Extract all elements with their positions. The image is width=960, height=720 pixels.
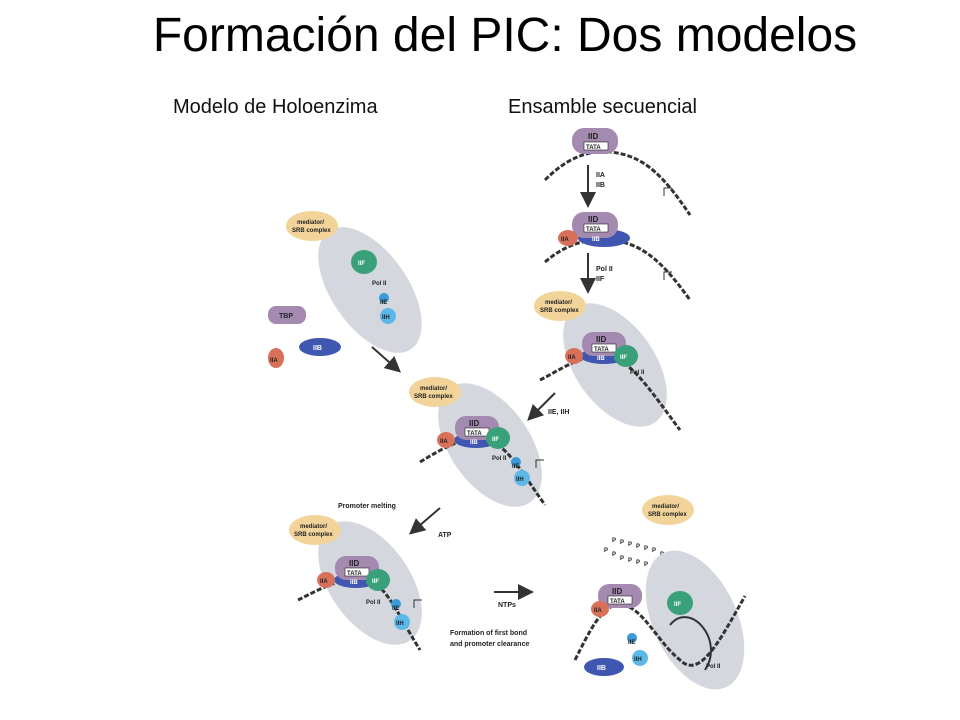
- svg-text:TATA: TATA: [467, 431, 482, 437]
- svg-text:P: P: [644, 546, 648, 552]
- step3-right-complex: mediator/ SRB complex IID TATA IIA IIB I…: [534, 291, 682, 431]
- open-complex: mediator/ SRB complex IID TATA IIA IIB I…: [289, 515, 422, 651]
- svg-text:IIF: IIF: [372, 579, 379, 585]
- svg-text:IID: IID: [469, 419, 479, 428]
- svg-text:Pol II: Pol II: [630, 370, 645, 376]
- svg-text:TATA: TATA: [586, 145, 601, 151]
- elongation-complex: mediator/ SRB complex P P P P P P P P P …: [573, 495, 747, 690]
- svg-text:IIH: IIH: [634, 657, 642, 663]
- slide-title: Formación del PIC: Dos modelos: [152, 9, 858, 62]
- svg-text:mediator/: mediator/: [420, 386, 447, 392]
- svg-text:IIA: IIA: [320, 579, 328, 585]
- subtitle-sequential-assembly: Ensamble secuencial: [508, 96, 697, 118]
- svg-text:IIA: IIA: [596, 172, 605, 179]
- svg-text:Formation of first bond: Formation of first bond: [450, 630, 527, 637]
- svg-text:IIB: IIB: [597, 356, 605, 362]
- svg-text:IIA: IIA: [440, 439, 448, 445]
- svg-text:IIE: IIE: [392, 606, 399, 612]
- svg-text:IIH: IIH: [396, 621, 404, 627]
- svg-text:IIH: IIH: [382, 315, 390, 321]
- closed-pic: mediator/ SRB complex IID TATA IIA IIB I…: [409, 377, 547, 507]
- svg-text:P: P: [628, 542, 632, 548]
- svg-text:Promoter melting: Promoter melting: [338, 503, 396, 510]
- svg-text:P: P: [604, 548, 608, 554]
- svg-text:IIE: IIE: [512, 464, 519, 470]
- svg-text:P: P: [652, 548, 656, 554]
- svg-text:mediator/: mediator/: [297, 220, 324, 226]
- svg-text:IID: IID: [349, 559, 359, 568]
- svg-text:IIA: IIA: [561, 237, 569, 243]
- svg-text:IIB: IIB: [592, 237, 600, 243]
- svg-text:IID: IID: [588, 215, 598, 224]
- svg-text:IIE: IIE: [380, 300, 387, 306]
- svg-text:P: P: [644, 562, 648, 568]
- svg-text:mediator/: mediator/: [652, 504, 679, 510]
- svg-text:NTPs: NTPs: [498, 602, 516, 609]
- svg-text:IIF: IIF: [492, 437, 499, 443]
- svg-text:IIA: IIA: [594, 608, 602, 614]
- holoenzyme: mediator/ SRB complex IIF Pol II IIE IIH: [286, 211, 422, 353]
- svg-text:IID: IID: [596, 335, 606, 344]
- svg-text:SRB complex: SRB complex: [414, 394, 453, 400]
- svg-text:Pol II: Pol II: [492, 456, 507, 462]
- subtitle-holoenzyme-model: Modelo de Holoenzima: [173, 96, 378, 118]
- svg-text:Pol II: Pol II: [372, 281, 387, 287]
- svg-text:P: P: [612, 552, 616, 558]
- svg-text:Pol II: Pol II: [596, 266, 613, 273]
- svg-text:P: P: [628, 558, 632, 564]
- svg-text:SRB complex: SRB complex: [648, 512, 687, 518]
- svg-text:and promoter clearance: and promoter clearance: [450, 641, 529, 648]
- svg-text:IIB: IIB: [313, 345, 322, 352]
- svg-text:P: P: [636, 544, 640, 550]
- svg-text:TBP: TBP: [279, 313, 293, 320]
- svg-text:IIF: IIF: [674, 602, 681, 608]
- svg-text:IIA: IIA: [568, 355, 576, 361]
- svg-text:SRB complex: SRB complex: [294, 532, 333, 538]
- svg-text:mediator/: mediator/: [300, 524, 327, 530]
- svg-text:P: P: [636, 560, 640, 566]
- svg-text:P: P: [612, 538, 616, 544]
- svg-text:IIB: IIB: [470, 440, 478, 446]
- svg-text:Pol II: Pol II: [366, 600, 381, 606]
- step2-iid-iia-iib: IID TATA IIA IIB: [544, 212, 692, 301]
- svg-text:ATP: ATP: [438, 532, 452, 539]
- svg-text:TATA: TATA: [594, 347, 609, 353]
- svg-text:P: P: [620, 540, 624, 546]
- svg-text:IIB: IIB: [597, 665, 606, 672]
- svg-text:IIF: IIF: [358, 261, 365, 267]
- svg-text:IIA: IIA: [270, 358, 278, 364]
- svg-text:IIB: IIB: [596, 182, 605, 189]
- step1-iid-on-dna: IID TATA: [543, 128, 692, 216]
- svg-text:SRB complex: SRB complex: [540, 308, 579, 314]
- svg-text:Pol II: Pol II: [706, 664, 721, 670]
- svg-text:IIB: IIB: [350, 580, 358, 586]
- svg-text:TATA: TATA: [347, 571, 362, 577]
- svg-text:IID: IID: [612, 587, 622, 596]
- svg-text:IIF: IIF: [620, 355, 627, 361]
- svg-text:TATA: TATA: [586, 227, 601, 233]
- svg-text:IID: IID: [588, 132, 598, 141]
- svg-text:IIE: IIE: [628, 640, 635, 646]
- svg-text:TATA: TATA: [610, 599, 625, 605]
- dna-helix: [543, 150, 692, 216]
- svg-text:P: P: [620, 556, 624, 562]
- svg-text:IIF: IIF: [596, 276, 605, 283]
- svg-text:mediator/: mediator/: [545, 300, 572, 306]
- svg-text:SRB complex: SRB complex: [292, 228, 331, 234]
- free-factors: TBP IIB IIA: [268, 306, 341, 368]
- svg-text:IIH: IIH: [516, 477, 524, 483]
- svg-text:IIE, IIH: IIE, IIH: [548, 409, 569, 416]
